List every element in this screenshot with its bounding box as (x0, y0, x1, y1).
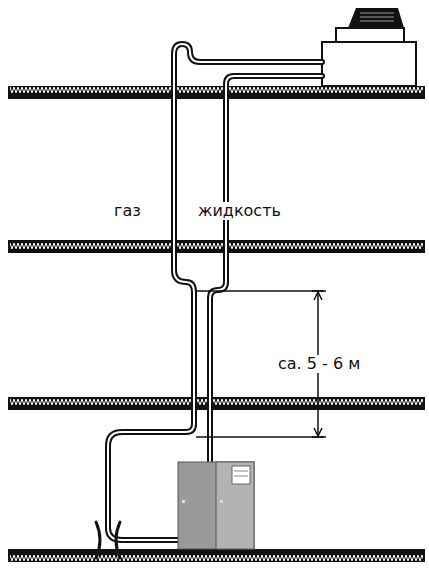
indoor-unit (178, 462, 254, 549)
pipe-label: газ (112, 202, 143, 220)
outdoor-unit (322, 8, 416, 86)
dimension-label: ca. 5 - 6 м (276, 355, 362, 373)
floor-slab (8, 86, 425, 562)
refrigerant-pipes (96, 44, 322, 558)
pipe-label: жидкость (196, 202, 283, 220)
